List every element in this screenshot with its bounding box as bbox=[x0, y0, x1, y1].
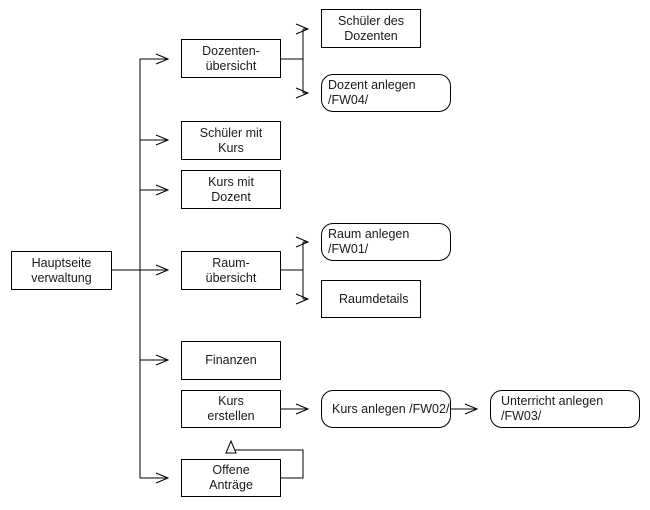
node-schueler-des-dozenten[interactable]: Schüler des Dozenten bbox=[321, 9, 421, 48]
node-raum-anlegen-fw01[interactable]: Raum anlegen /FW01/ bbox=[321, 223, 451, 261]
node-offene-antraege[interactable]: Offene Anträge bbox=[181, 459, 281, 497]
node-dozent-anlegen-fw04[interactable]: Dozent anlegen /FW04/ bbox=[321, 74, 451, 112]
node-kurs-anlegen-fw02[interactable]: Kurs anlegen /FW02/ bbox=[321, 390, 451, 428]
node-kurs-erstellen[interactable]: Kurs erstellen bbox=[181, 390, 281, 428]
edge-offene-kurs-erstellen bbox=[231, 441, 304, 479]
node-dozenten-uebersicht[interactable]: Dozenten- übersicht bbox=[181, 39, 281, 78]
node-finanzen[interactable]: Finanzen bbox=[181, 341, 281, 380]
node-hauptseite-verwaltung[interactable]: Hauptseite verwaltung bbox=[11, 251, 112, 290]
node-schueler-mit-kurs[interactable]: Schüler mit Kurs bbox=[181, 121, 281, 160]
node-kurs-mit-dozent[interactable]: Kurs mit Dozent bbox=[181, 170, 281, 209]
node-unterricht-anlegen-fw03[interactable]: Unterricht anlegen /FW03/ bbox=[490, 390, 640, 428]
node-raumdetails[interactable]: Raumdetails bbox=[321, 280, 421, 318]
node-raum-uebersicht[interactable]: Raum- übersicht bbox=[181, 251, 281, 290]
